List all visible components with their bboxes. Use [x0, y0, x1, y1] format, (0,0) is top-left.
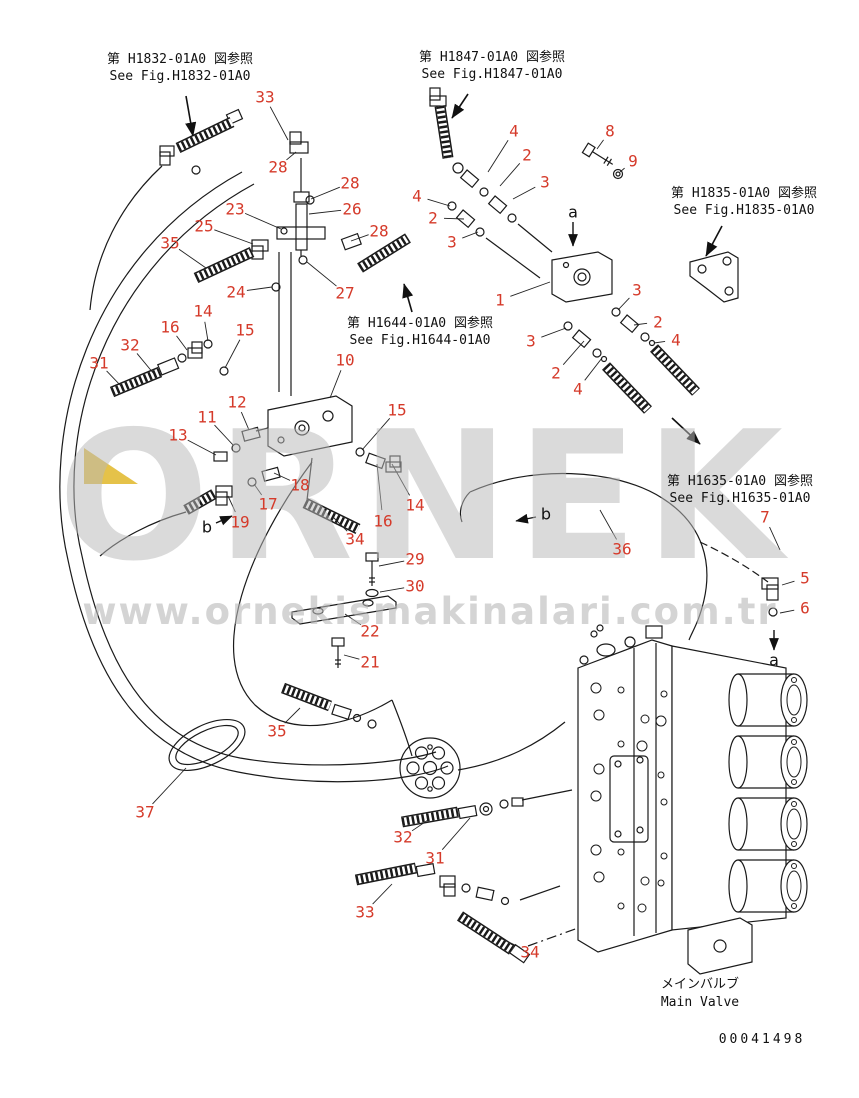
callout-35: 35 [267, 721, 287, 741]
callout-25: 25 [194, 216, 214, 236]
reference-h1847-jp: 第 H1847-01A0 図参照 [419, 50, 565, 65]
section-letter-b-2: b [540, 504, 552, 524]
callout-32: 32 [120, 335, 140, 355]
callout-24: 24 [226, 282, 246, 302]
callout-1: 1 [495, 290, 505, 310]
callout-19: 19 [230, 512, 250, 532]
callout-29: 29 [405, 549, 425, 569]
callout-16: 16 [373, 511, 393, 531]
callout-34: 34 [345, 529, 365, 549]
reference-h1847-en: See Fig.H1847-01A0 [421, 66, 563, 82]
callout-16: 16 [160, 317, 180, 337]
callout-13: 13 [168, 425, 188, 445]
callout-7: 7 [760, 507, 770, 527]
callout-31: 31 [89, 353, 109, 373]
callout-8: 8 [605, 121, 615, 141]
section-letter-a-0: a [568, 202, 578, 222]
callout-2: 2 [551, 363, 561, 383]
callout-37: 37 [135, 802, 155, 822]
callout-3: 3 [540, 172, 550, 192]
callout-12: 12 [227, 392, 247, 412]
callout-26: 26 [342, 199, 362, 219]
callout-28: 28 [268, 157, 288, 177]
callout-32: 32 [393, 827, 413, 847]
section-letter-b-3: b [201, 517, 213, 537]
callout-2: 2 [653, 312, 663, 332]
callout-6: 6 [800, 598, 810, 618]
component-label-jp: メインバルブ [660, 977, 739, 992]
callout-35: 35 [160, 233, 180, 253]
reference-h1635-jp: 第 H1635-01A0 図参照 [667, 474, 813, 489]
callout-18: 18 [290, 475, 310, 495]
callout-15: 15 [235, 320, 255, 340]
callout-14: 14 [193, 301, 213, 321]
callout-2: 2 [428, 208, 438, 228]
callout-15: 15 [387, 400, 407, 420]
callout-4: 4 [671, 330, 681, 350]
callout-33: 33 [255, 87, 275, 107]
callout-28: 28 [369, 221, 389, 241]
callout-4: 4 [509, 121, 519, 141]
drawing-number: 00041498 [718, 1032, 806, 1047]
component-label: メインバルブ Main Valve [661, 976, 739, 1011]
callout-27: 27 [335, 283, 355, 303]
callout-23: 23 [225, 199, 245, 219]
callout-3: 3 [526, 331, 536, 351]
section-letter-a-1: a [769, 650, 779, 670]
component-label-en: Main Valve [660, 994, 740, 1010]
callout-4: 4 [412, 186, 422, 206]
callout-9: 9 [628, 151, 638, 171]
reference-h1635-en: See Fig.H1635-01A0 [669, 490, 811, 506]
callout-30: 30 [405, 576, 425, 596]
callout-36: 36 [612, 539, 632, 559]
reference-h1832-jp: 第 H1832-01A0 図参照 [107, 52, 253, 67]
callout-28: 28 [340, 173, 360, 193]
callout-17: 17 [258, 494, 278, 514]
reference-h1832-en: See Fig.H1832-01A0 [109, 68, 251, 84]
callout-34: 34 [520, 942, 540, 962]
reference-h1835-top-en: See Fig.H1835-01A0 [673, 202, 815, 218]
callout-10: 10 [335, 350, 355, 370]
callout-3: 3 [632, 280, 642, 300]
callout-22: 22 [360, 621, 380, 641]
callout-33: 33 [355, 902, 375, 922]
callout-5: 5 [800, 568, 810, 588]
reference-h1835-top-jp: 第 H1835-01A0 図参照 [671, 186, 817, 201]
reference-h1644-en: See Fig.H1644-01A0 [349, 332, 491, 348]
callout-21: 21 [360, 652, 380, 672]
callout-14: 14 [405, 495, 425, 515]
callout-31: 31 [425, 848, 445, 868]
callout-11: 11 [197, 407, 217, 427]
callout-2: 2 [522, 145, 532, 165]
reference-h1644-jp: 第 H1644-01A0 図参照 [347, 316, 493, 331]
callout-4: 4 [573, 379, 583, 399]
callout-3: 3 [447, 232, 457, 252]
